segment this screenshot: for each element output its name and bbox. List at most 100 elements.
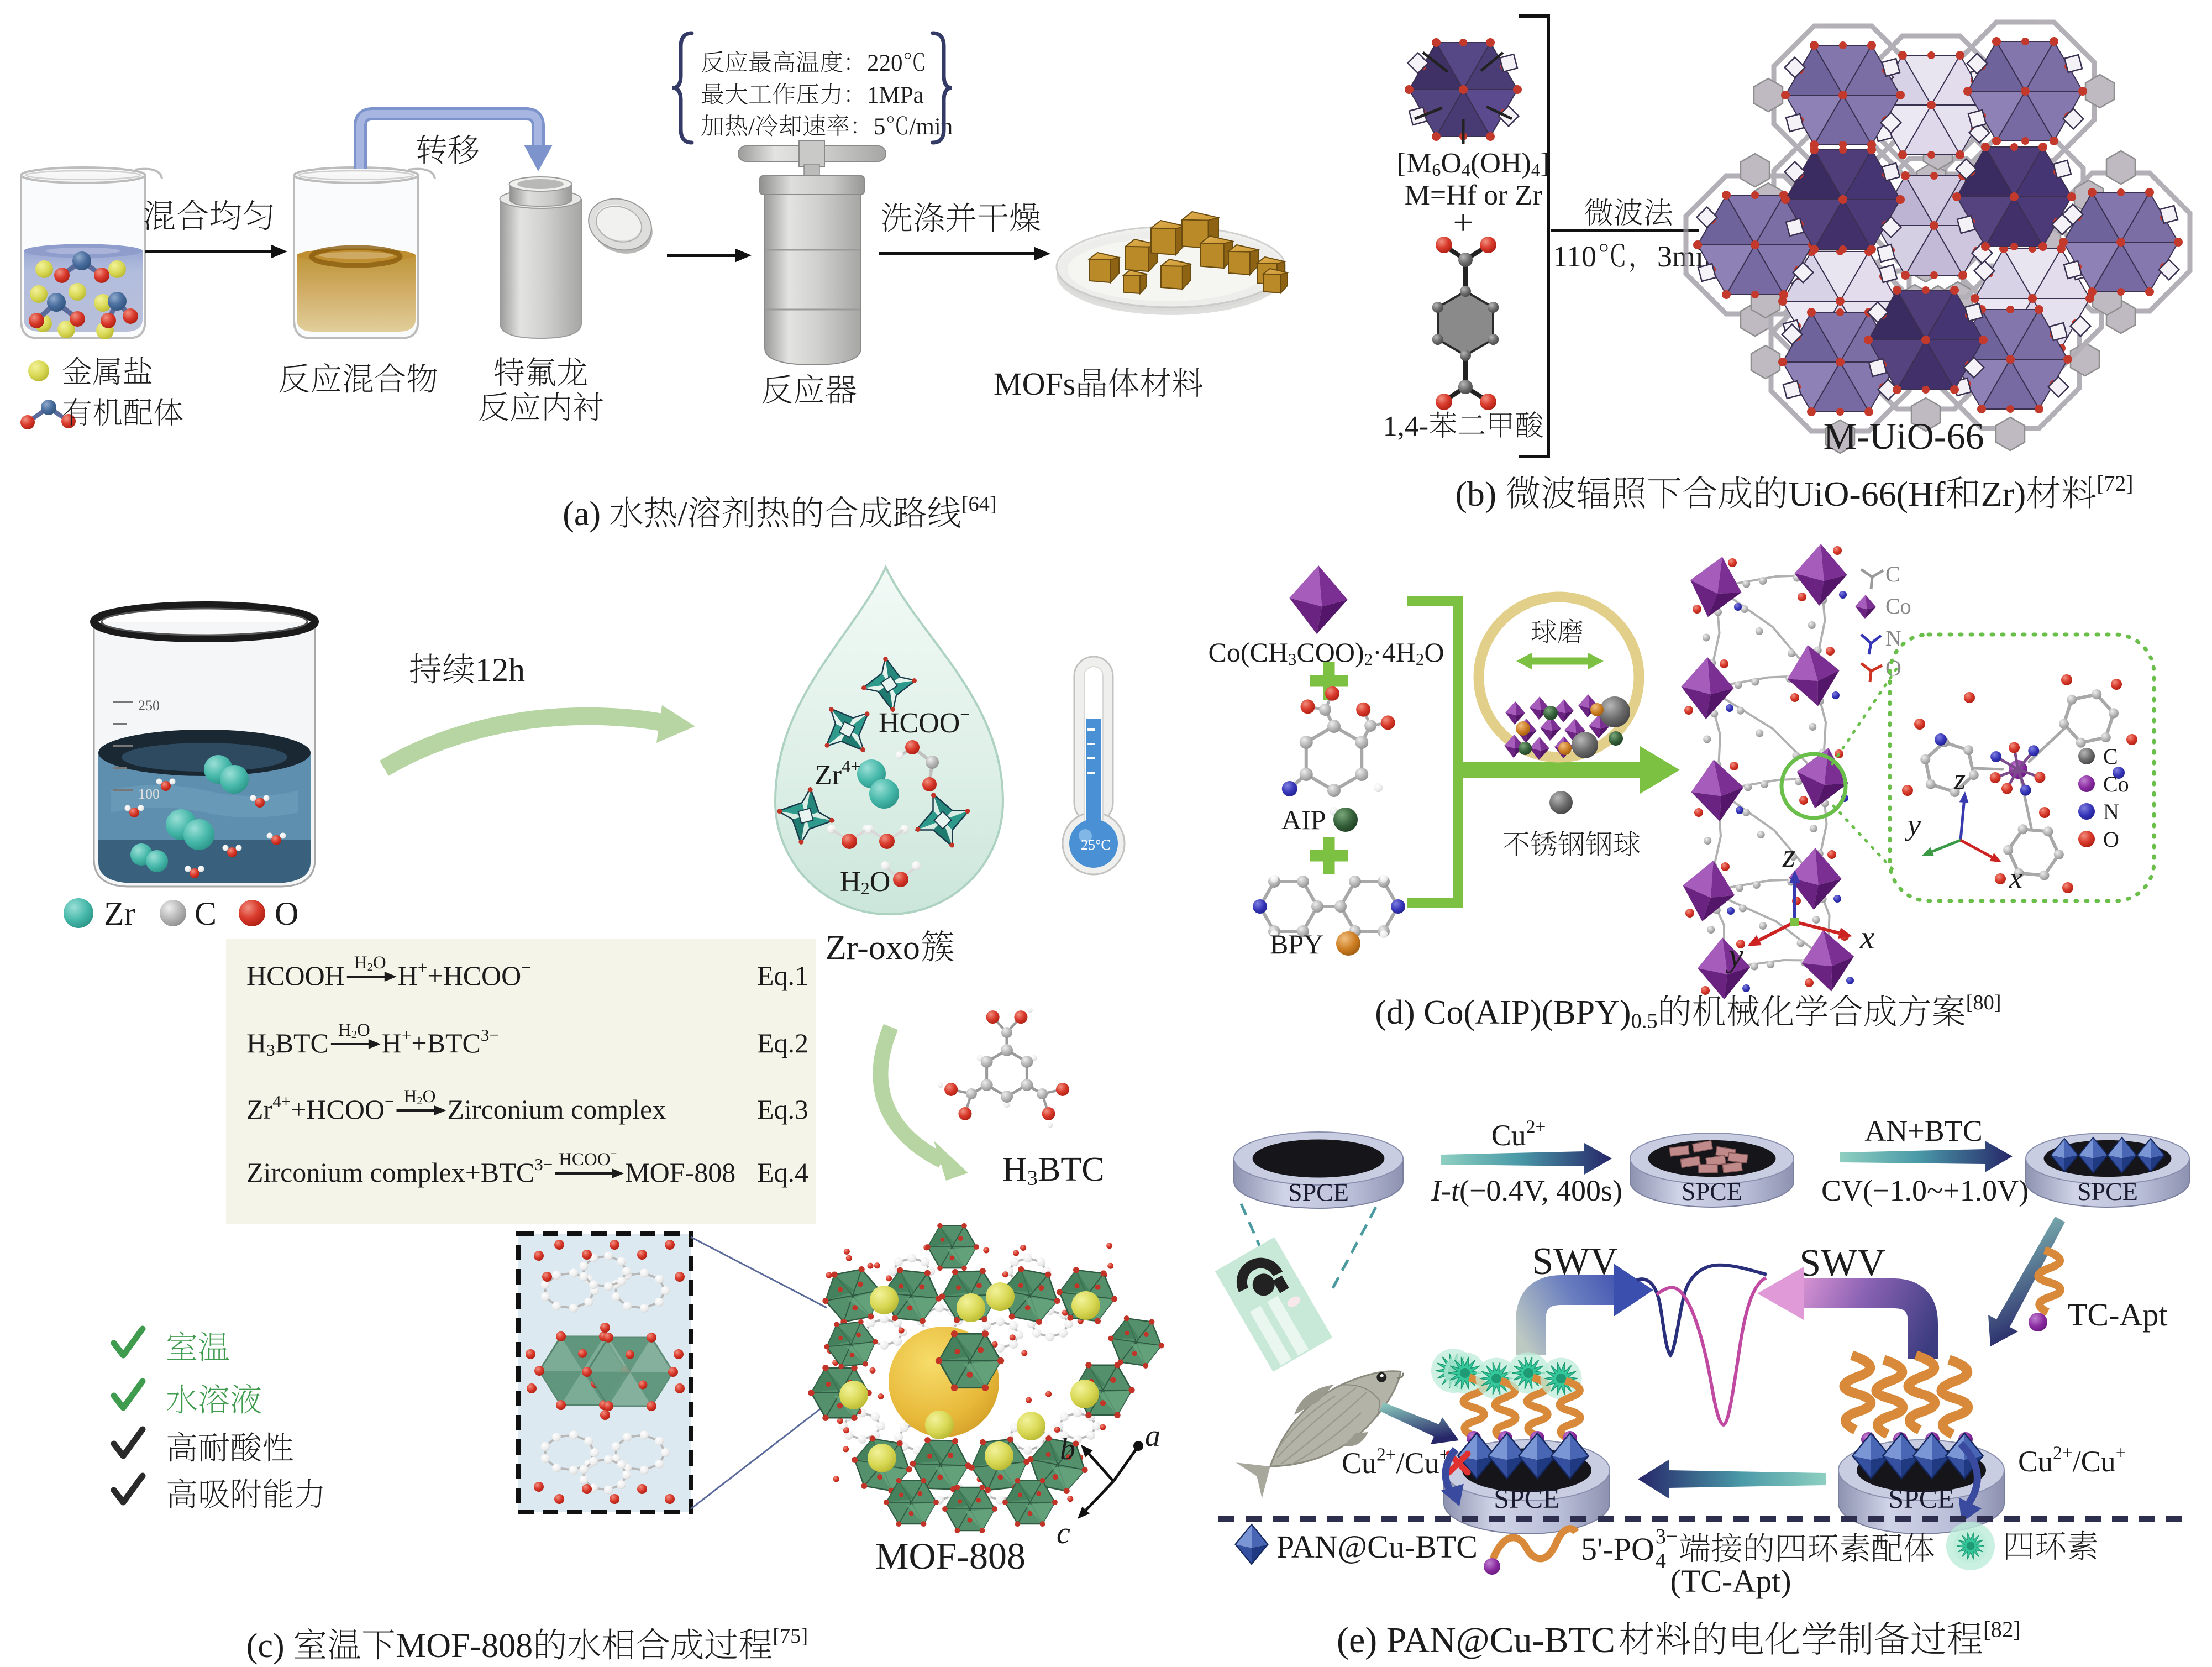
svg-text:/Cu: /Cu	[1396, 1446, 1439, 1480]
svg-text:Zr): Zr)	[1981, 474, 2026, 513]
svg-text:−: −	[385, 1092, 394, 1111]
svg-text:MOF-808: MOF-808	[625, 1157, 735, 1188]
svg-text:BTC: BTC	[1038, 1151, 1105, 1188]
svg-text:25°C: 25°C	[1081, 837, 1111, 853]
svg-text:Co: Co	[1885, 594, 1911, 618]
svg-text:MOF-808: MOF-808	[875, 1535, 1026, 1577]
svg-text:2: 2	[417, 1095, 422, 1107]
svg-text:H: H	[382, 1028, 402, 1058]
svg-text:2: 2	[1416, 649, 1425, 669]
svg-text:0.5: 0.5	[1631, 1009, 1658, 1032]
svg-text:1,4-: 1,4-	[1383, 411, 1428, 442]
svg-text:HCOO: HCOO	[559, 1150, 611, 1170]
svg-text:N: N	[2103, 799, 2119, 824]
svg-text:C: C	[195, 895, 217, 932]
svg-text:BPY: BPY	[1270, 929, 1323, 960]
svg-text:TC-Apt: TC-Apt	[2068, 1297, 2167, 1333]
svg-text:SPCE: SPCE	[1288, 1178, 1349, 1207]
svg-text:c: c	[1057, 1516, 1070, 1550]
svg-text:I-t: I-t	[1431, 1174, 1460, 1207]
svg-text:SWV: SWV	[1532, 1240, 1618, 1283]
svg-text:2: 2	[1364, 649, 1373, 669]
svg-text:4: 4	[1531, 160, 1540, 180]
svg-text:CV(−1.0~+1.0V): CV(−1.0~+1.0V)	[1821, 1174, 2029, 1207]
svg-text:H: H	[338, 1020, 351, 1040]
svg-text:H: H	[398, 960, 418, 991]
svg-text:/: /	[748, 114, 755, 140]
svg-text:3−: 3−	[481, 1025, 499, 1045]
svg-text:Cu: Cu	[1491, 1119, 1526, 1152]
svg-text:−: −	[611, 1148, 617, 1160]
svg-text:/: /	[678, 495, 688, 533]
svg-text:z: z	[1782, 837, 1795, 874]
svg-text:Eq.3: Eq.3	[757, 1094, 808, 1125]
svg-text:+: +	[402, 1025, 411, 1045]
svg-text:O: O	[373, 953, 386, 973]
svg-text:110: 110	[1553, 240, 1596, 273]
svg-text:+HCOO: +HCOO	[291, 1094, 385, 1125]
svg-text:/min: /min	[909, 114, 953, 140]
svg-text:HCOO: HCOO	[879, 707, 960, 739]
svg-text:Zr: Zr	[246, 1094, 273, 1125]
svg-text:Zr: Zr	[104, 895, 135, 932]
svg-text:SPCE: SPCE	[1494, 1483, 1560, 1514]
svg-text:(e) PAN@Cu-BTC: (e) PAN@Cu-BTC	[1337, 1620, 1615, 1660]
svg-text:3: 3	[266, 1040, 275, 1060]
svg-text:AIP: AIP	[1281, 804, 1326, 835]
svg-text:O: O	[1424, 637, 1444, 668]
svg-text:[M: [M	[1397, 148, 1432, 179]
svg-text:3−: 3−	[1656, 1525, 1678, 1548]
svg-text:H: H	[354, 953, 367, 973]
svg-text:250: 250	[138, 698, 160, 714]
svg-text:2: 2	[367, 961, 373, 973]
svg-text:M=Hf or Zr: M=Hf or Zr	[1405, 180, 1542, 211]
svg-text:5: 5	[874, 114, 886, 140]
svg-text:[82]: [82]	[1983, 1617, 2021, 1642]
svg-text:O: O	[1441, 148, 1462, 179]
svg-text:x: x	[2009, 861, 2022, 894]
svg-text:O: O	[2103, 827, 2119, 852]
svg-text:a: a	[1145, 1419, 1160, 1453]
svg-text:Cu: Cu	[1342, 1446, 1376, 1480]
svg-text:MOF-808: MOF-808	[396, 1627, 533, 1665]
svg-text:SPCE: SPCE	[2077, 1177, 2138, 1205]
svg-text:2: 2	[351, 1029, 357, 1041]
svg-text:4: 4	[1656, 1549, 1666, 1572]
svg-text:O: O	[357, 1020, 370, 1040]
svg-text:Zr: Zr	[815, 759, 842, 791]
svg-text:]: ]	[1540, 148, 1549, 179]
svg-text:Co(CH: Co(CH	[1209, 637, 1288, 668]
svg-text:(d) Co(AIP)(BPY): (d) Co(AIP)(BPY)	[1375, 994, 1631, 1031]
svg-text:UiO-66(Hf: UiO-66(Hf	[1788, 474, 1946, 513]
svg-text:100: 100	[138, 786, 160, 802]
svg-text:y: y	[1905, 808, 1921, 841]
svg-text:O: O	[423, 1087, 436, 1107]
svg-text:C: C	[1885, 562, 1900, 586]
svg-text:b: b	[1060, 1432, 1075, 1466]
svg-text:Cu: Cu	[2018, 1445, 2053, 1478]
svg-text:6: 6	[1432, 160, 1441, 180]
svg-text:MOFs: MOFs	[994, 366, 1075, 402]
svg-text:PAN@Cu-BTC: PAN@Cu-BTC	[1276, 1529, 1478, 1565]
svg-text:220: 220	[867, 50, 903, 76]
svg-text:z: z	[1953, 763, 1966, 796]
svg-text:SPCE: SPCE	[1682, 1177, 1742, 1205]
svg-text:SPCE: SPCE	[1888, 1483, 1954, 1514]
svg-text:·4H: ·4H	[1373, 637, 1416, 668]
svg-text:H: H	[840, 866, 861, 898]
svg-text:4: 4	[1462, 160, 1470, 180]
svg-text:O: O	[870, 866, 891, 898]
svg-text:+HCOO: +HCOO	[427, 960, 521, 991]
svg-text:SWV: SWV	[1799, 1242, 1885, 1285]
svg-text:3−: 3−	[534, 1155, 553, 1174]
svg-text:Eq.1: Eq.1	[757, 960, 808, 991]
svg-text:12h: 12h	[475, 652, 525, 688]
svg-text:AN+BTC: AN+BTC	[1864, 1114, 1982, 1147]
svg-text:O: O	[275, 895, 298, 932]
svg-text:(a): (a)	[563, 495, 609, 533]
svg-text:−: −	[960, 704, 970, 724]
svg-text:Zirconium complex+BTC: Zirconium complex+BTC	[246, 1157, 534, 1188]
svg-text:(−0.4V, 400s): (−0.4V, 400s)	[1459, 1174, 1622, 1207]
svg-text:Zr-oxo: Zr-oxo	[826, 929, 920, 967]
svg-text:H: H	[404, 1087, 417, 1107]
